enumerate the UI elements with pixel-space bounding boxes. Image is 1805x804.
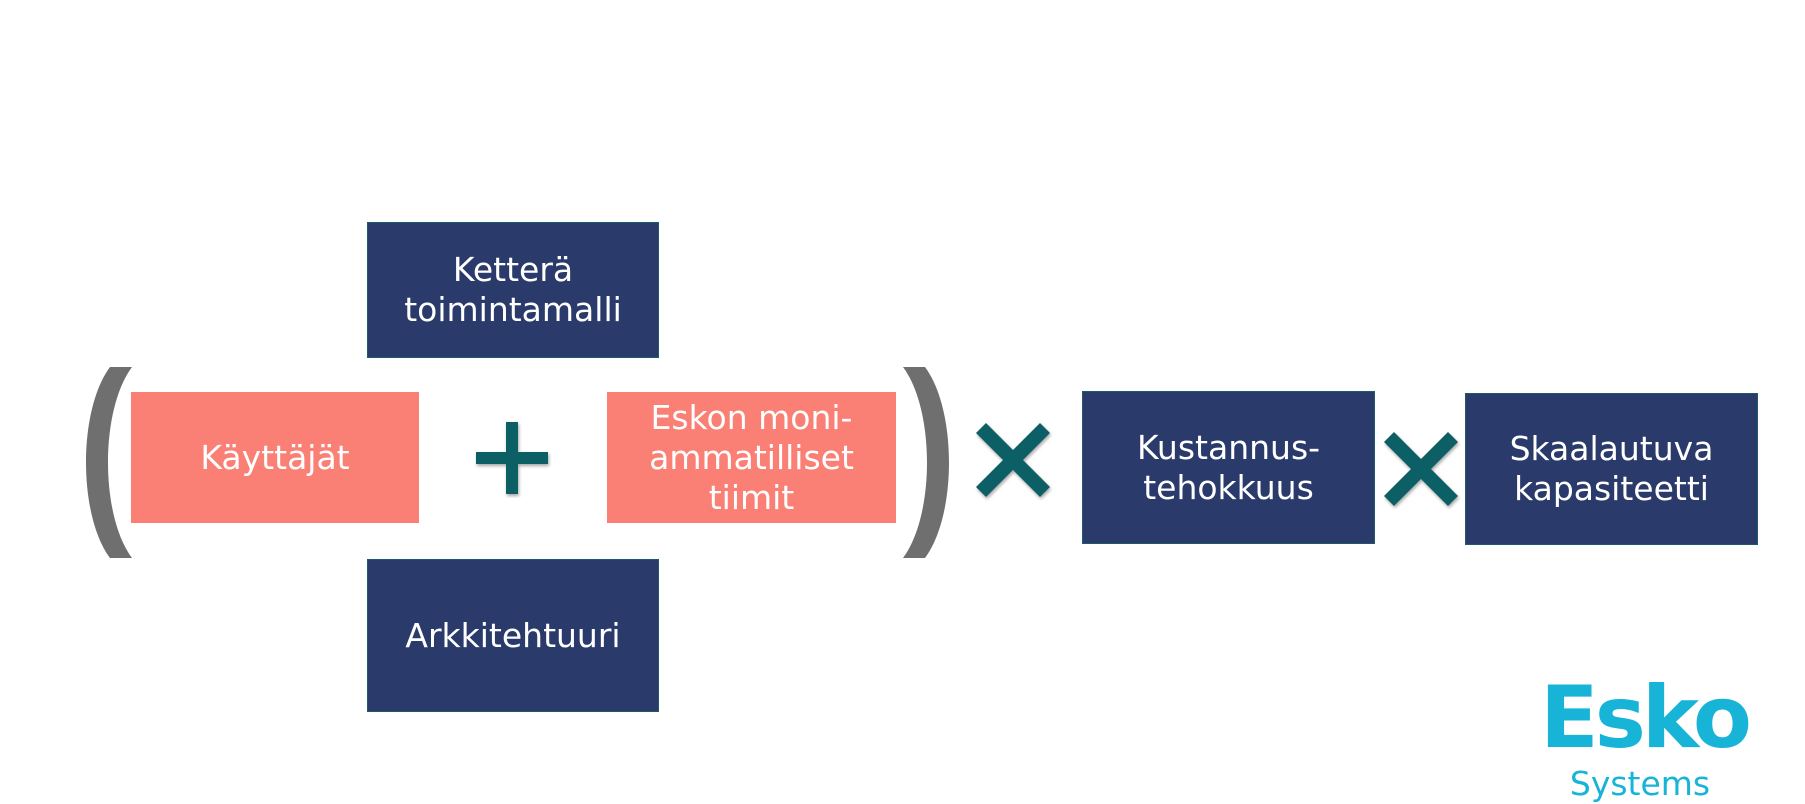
- logo-esko: Esko: [1540, 668, 1752, 768]
- right-paren-icon: [903, 367, 949, 558]
- multiply-icon: [1384, 432, 1458, 506]
- logo-systems: Systems: [1569, 764, 1711, 803]
- multiply-icon: [976, 423, 1050, 497]
- box-eskon-moniammatilliset-tiimit: Eskon moni- ammatilliset tiimit: [607, 392, 896, 523]
- box-kayttajat: Käyttäjät: [131, 392, 419, 523]
- plus-icon: [476, 422, 548, 494]
- box-kettera-toimintamalli: Ketterä toimintamalli: [367, 222, 659, 358]
- box-kustannustehokkuus: Kustannus- tehokkuus: [1082, 391, 1375, 544]
- box-skaalautuva-kapasiteetti: Skaalautuva kapasiteetti: [1465, 393, 1758, 545]
- left-paren-icon: [86, 367, 132, 558]
- box-arkkitehtuuri: Arkkitehtuuri: [367, 559, 659, 712]
